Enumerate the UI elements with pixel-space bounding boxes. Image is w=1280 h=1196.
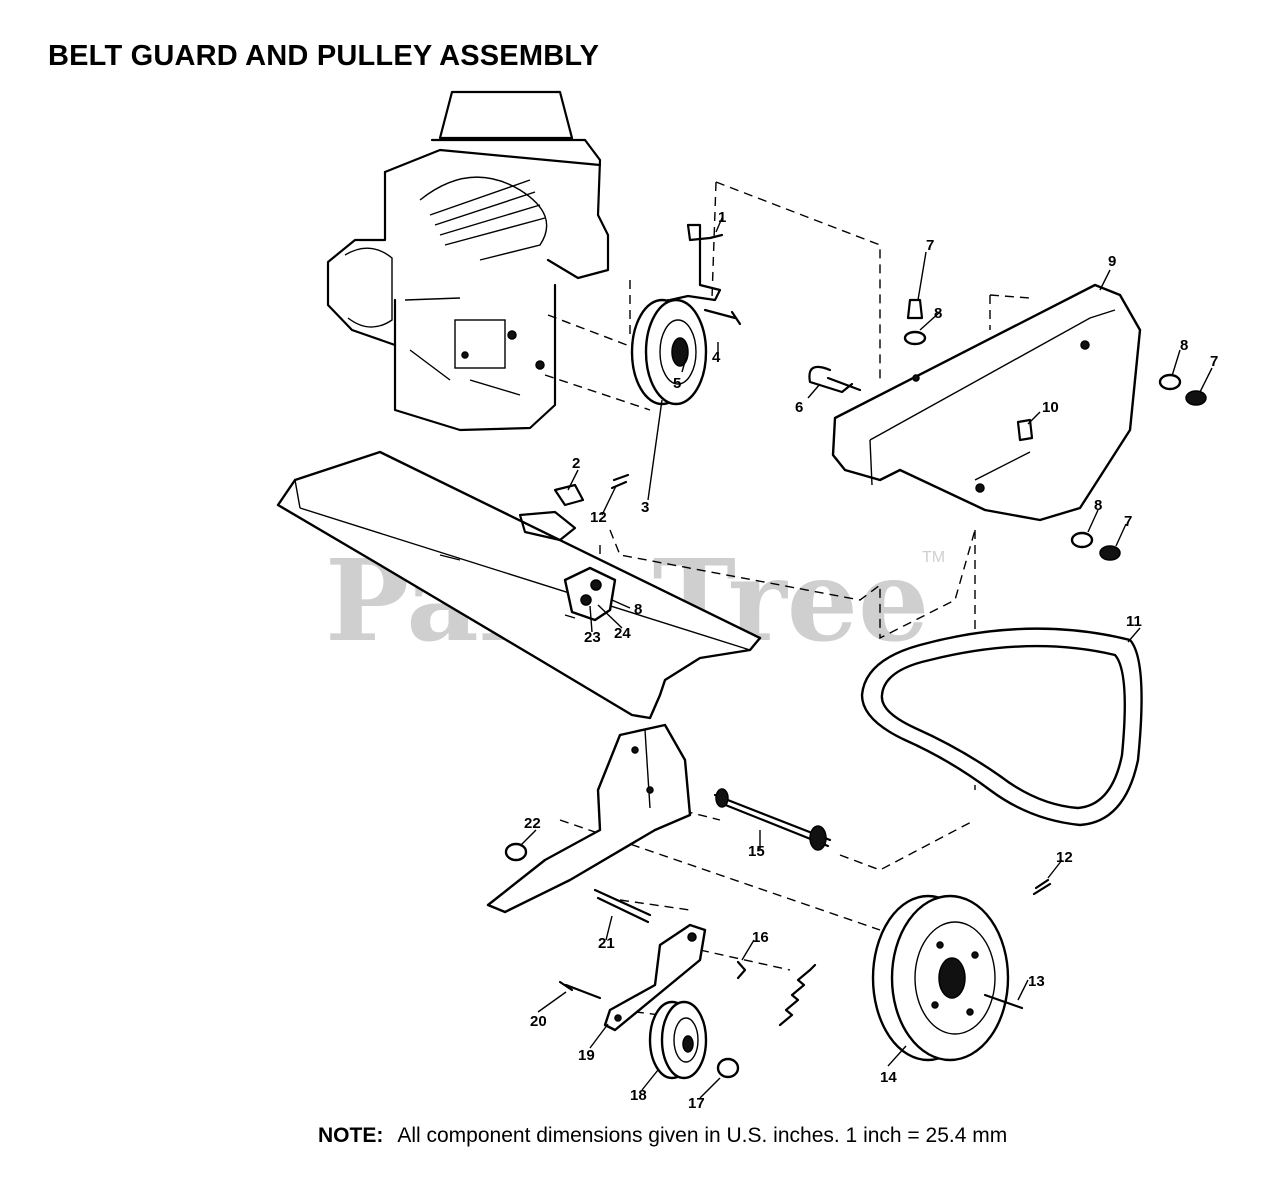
callout-17: 17 <box>688 1095 705 1112</box>
watermark-trademark: TM <box>922 549 945 566</box>
callout-23: 23 <box>584 629 601 646</box>
spring-clip <box>736 960 747 980</box>
hairpin-clip <box>808 365 862 394</box>
tension-spring <box>778 963 817 1027</box>
belt-guard <box>831 283 1142 522</box>
callout-8d: 8 <box>634 601 642 618</box>
tine-bracket <box>486 723 692 914</box>
callout-8: 8 <box>934 305 942 322</box>
callout-18: 18 <box>630 1087 647 1104</box>
callout-13: 13 <box>1028 973 1045 990</box>
set-screw <box>1032 878 1052 896</box>
note-text: All component dimensions given in U.S. i… <box>397 1124 1008 1147</box>
dimension-note: NOTE: All component dimensions given in U… <box>318 1124 1007 1148</box>
leader-lines <box>519 217 1213 1099</box>
drive-belt <box>860 627 1143 827</box>
callout-24: 24 <box>614 625 631 642</box>
large-pulley <box>871 894 1024 1062</box>
note-label: NOTE: <box>318 1124 384 1147</box>
callout-2: 2 <box>572 455 580 472</box>
tine-shield <box>276 450 762 720</box>
pivot-pin <box>593 888 652 924</box>
guard-fasteners <box>903 298 1207 561</box>
idler-arm <box>603 923 707 1032</box>
nut-22 <box>504 842 528 862</box>
callout-5: 5 <box>673 375 681 392</box>
callout-7: 7 <box>926 237 934 254</box>
bolt-20 <box>558 980 602 1000</box>
callout-11: 11 <box>1126 613 1142 630</box>
callout-8b: 8 <box>1180 337 1188 354</box>
engine <box>326 90 610 432</box>
callout-3: 3 <box>641 499 649 516</box>
callout-21: 21 <box>598 935 615 952</box>
callout-6: 6 <box>795 399 803 416</box>
callout-1: 1 <box>718 209 726 226</box>
callout-20: 20 <box>530 1013 547 1030</box>
callout-14: 14 <box>880 1069 897 1086</box>
engine-pulley <box>610 298 708 490</box>
callout-15: 15 <box>748 843 765 860</box>
callout-7b: 7 <box>1210 353 1218 370</box>
pulley-shaft <box>713 788 832 851</box>
diagram-title: BELT GUARD AND PULLEY ASSEMBLY <box>48 40 600 72</box>
nut-17 <box>716 1057 740 1079</box>
callout-12: 12 <box>590 509 607 526</box>
callout-8c: 8 <box>1094 497 1102 514</box>
callout-10: 10 <box>1042 399 1059 416</box>
callout-7c: 7 <box>1124 513 1132 530</box>
callout-9: 9 <box>1108 253 1116 270</box>
callout-19: 19 <box>578 1047 595 1064</box>
callout-4: 4 <box>712 349 721 366</box>
callout-12b: 12 <box>1056 849 1073 866</box>
callout-22: 22 <box>524 815 541 832</box>
idler-pulley <box>648 1000 708 1080</box>
callout-16: 16 <box>752 929 769 946</box>
